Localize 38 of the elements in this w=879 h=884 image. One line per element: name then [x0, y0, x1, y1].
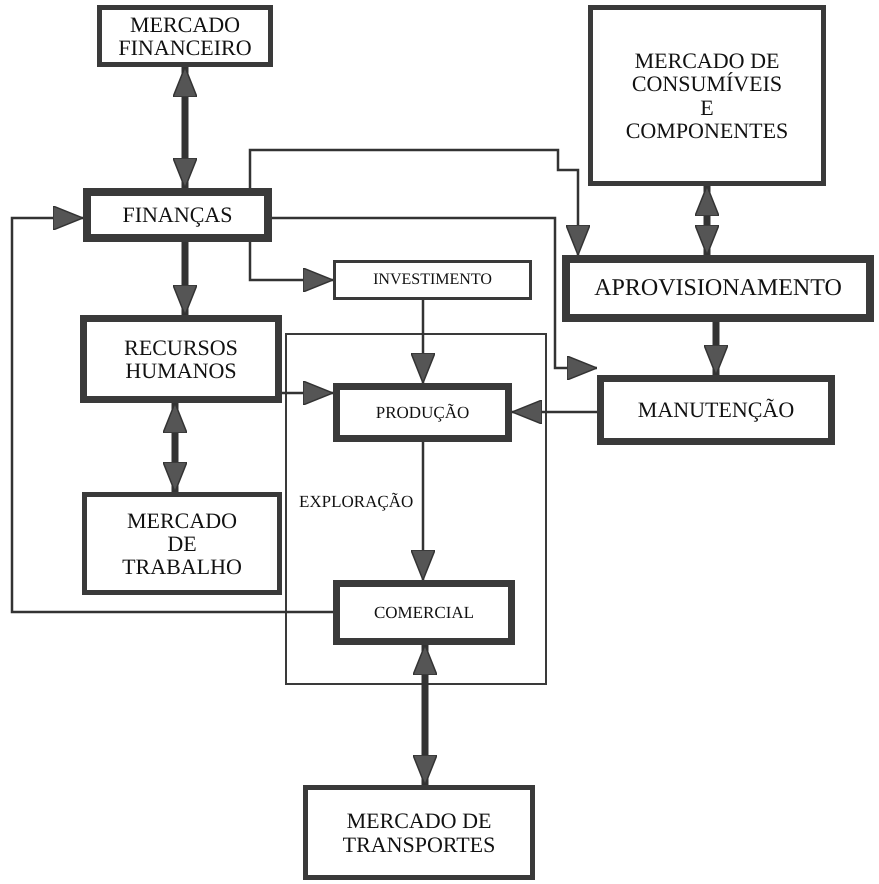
- box-label: RECURSOS HUMANOS: [123, 336, 239, 382]
- arrow: [248, 242, 334, 293]
- box-label: APROVISIONAMENTO: [594, 276, 842, 302]
- arrow: [410, 300, 436, 384]
- box-label: MERCADO DE TRABALHO: [122, 508, 242, 578]
- process-box: [333, 260, 532, 300]
- box-label: MERCADO FINANCEIRO: [117, 12, 253, 60]
- department-box: [562, 255, 874, 322]
- arrow: [272, 216, 598, 381]
- arrow: [412, 644, 438, 786]
- department-box: [333, 580, 515, 645]
- arrow: [410, 442, 436, 581]
- box-label: FINANÇAS: [122, 203, 233, 227]
- arrow: [511, 399, 597, 425]
- box-label: INVESTIMENTO: [373, 272, 492, 288]
- arrow: [172, 242, 198, 316]
- group-frame: [285, 333, 547, 685]
- arrow: [703, 322, 729, 376]
- market-box: [303, 785, 535, 880]
- group-label: EXPLORAÇÃO: [299, 493, 414, 511]
- arrow: [172, 66, 198, 189]
- department-box: [80, 315, 282, 403]
- box-label: MERCADO DE TRANSPORTES: [342, 809, 496, 856]
- box-label: COMERCIAL: [374, 604, 474, 622]
- arrow: [10, 205, 333, 614]
- box-label: MERCADO DE CONSUMÍVEIS E COMPONENTES: [626, 49, 788, 142]
- arrow: [248, 148, 591, 256]
- arrow: [162, 402, 188, 493]
- box-label: PRODUÇÃO: [376, 404, 470, 422]
- market-box: [82, 492, 282, 595]
- market-box: [97, 5, 273, 67]
- box-label: MANUTENÇÃO: [638, 398, 794, 422]
- arrow: [282, 380, 334, 406]
- arrow: [694, 185, 720, 256]
- department-box: [83, 188, 272, 242]
- department-box: [333, 383, 512, 442]
- department-box: [597, 375, 835, 445]
- market-box: [588, 5, 826, 186]
